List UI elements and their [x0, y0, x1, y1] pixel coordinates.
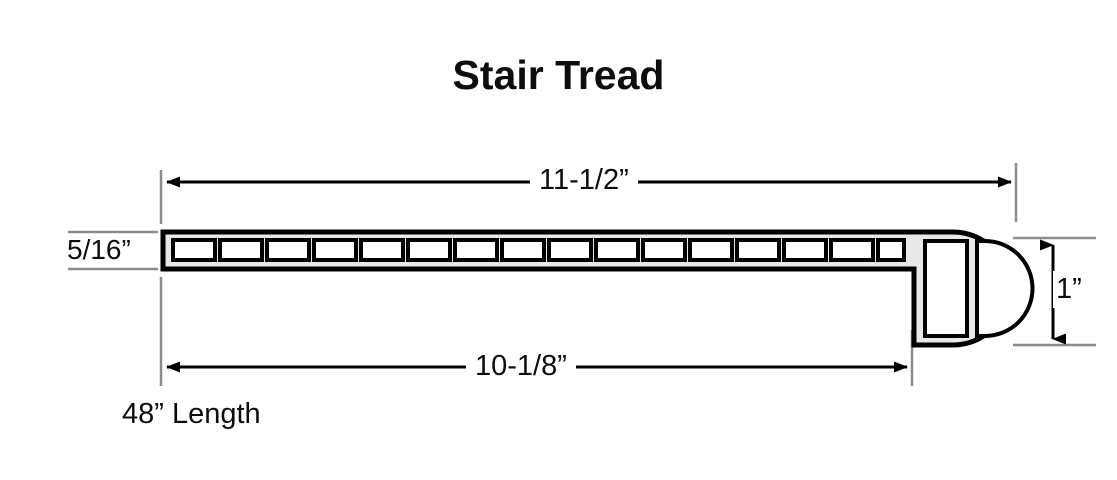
dimension-label-overall-depth: 11-1/2”	[530, 164, 638, 197]
dimension-label-nose-height: 1”	[1053, 271, 1085, 308]
dimension-label-tread-thickness: 5/16”	[64, 234, 134, 266]
nose-d-shaped-cavity	[975, 239, 1035, 338]
tread-profile	[160, 229, 1035, 348]
dimension-label-body-depth: 10-1/8”	[466, 350, 576, 383]
nose-rectangular-cavity	[923, 239, 969, 338]
page-title: Stair Tread	[452, 52, 665, 98]
length-caption: 48” Length	[122, 398, 261, 430]
rib-cavities	[171, 238, 906, 262]
